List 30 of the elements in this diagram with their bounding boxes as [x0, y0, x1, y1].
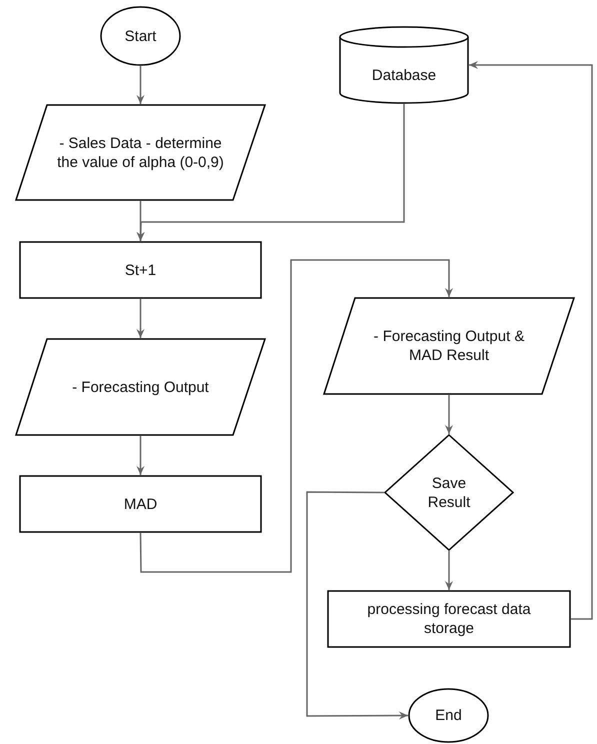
arrow: [445, 551, 453, 590]
output-parallelogram: [323, 297, 575, 395]
terminal-oval: [408, 688, 489, 743]
decision-diamond: [384, 434, 514, 551]
arrow: [136, 104, 405, 242]
input-parallelogram: [15, 338, 266, 436]
node-label: processing forecast data storage: [366, 600, 532, 638]
node-label: MAD: [122, 494, 158, 514]
arrow: [445, 395, 453, 434]
node-label: Start: [124, 26, 158, 46]
node-label: Save Result: [426, 474, 472, 512]
arrow: [136, 436, 144, 475]
arrow: [136, 66, 144, 104]
terminal-oval: [100, 6, 181, 66]
input-parallelogram: [15, 104, 266, 201]
node-label: Database: [370, 66, 438, 84]
arrow: [136, 299, 144, 338]
arrow: [136, 201, 144, 241]
node-label: St+1: [124, 260, 158, 280]
arrow: [469, 61, 593, 620]
process-box: [19, 475, 262, 533]
node-label: - Forecasting Output & MAD Result: [372, 327, 526, 365]
node-label: End: [434, 706, 463, 725]
node-label: - Forecasting Output: [71, 378, 210, 396]
process-box: [19, 241, 262, 299]
arrow: [140, 259, 453, 573]
arrow: [306, 491, 408, 720]
database-cylinder: [339, 26, 469, 104]
process-box: [327, 590, 571, 648]
node-label: - Sales Data - determine the value of alpha (0-0,9): [56, 134, 225, 172]
